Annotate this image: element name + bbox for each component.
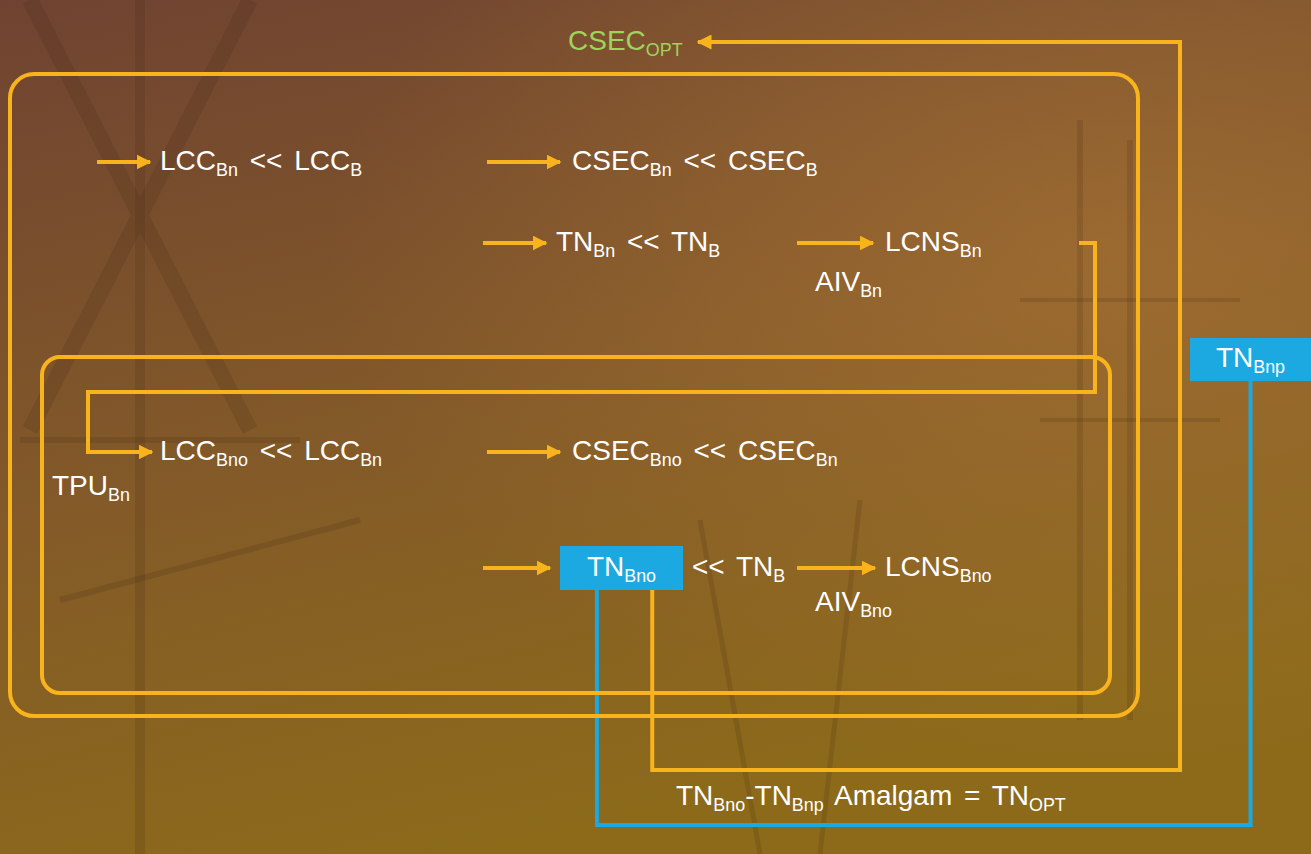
- subscript: Bno: [650, 449, 682, 469]
- highlight-box: TNBno: [560, 546, 683, 590]
- subscript: Bn: [360, 449, 382, 469]
- edge-label: TPUBn: [52, 470, 130, 505]
- subscript: Bnp: [1253, 357, 1285, 377]
- text-run: TN: [676, 780, 713, 811]
- text-run: LCNS: [885, 226, 960, 257]
- formula-node: CSECBn << CSECB: [572, 143, 872, 182]
- subscript: Bn: [593, 240, 615, 260]
- text-run: << TN: [615, 226, 708, 257]
- formula-node: CSECBno << CSECBn: [572, 433, 900, 472]
- formula-node: LCCBn << LCCB: [160, 143, 455, 182]
- text-run: -TN: [745, 780, 792, 811]
- group-frame: LCCBn << LCCBCSECBn << CSECBTNBn << TNBL…: [8, 72, 1140, 718]
- node-text: LCNSBn: [885, 226, 982, 261]
- node-text: CSECOPT: [568, 25, 683, 60]
- text-run: TPU: [52, 470, 108, 501]
- text-run: LCC: [160, 145, 216, 176]
- subscript: Bnp: [792, 794, 824, 814]
- result-term: CSECOPT: [568, 23, 690, 62]
- pylon-silhouette: [20, 0, 1240, 854]
- node-text: LCCBn << LCCB: [160, 145, 362, 180]
- subscript: B: [806, 159, 818, 179]
- flow-connector: [487, 450, 560, 454]
- group-frame: LCCBno << LCCBnCSECBno << CSECBnTNBno<< …: [40, 355, 1112, 695]
- text-run: Amalgam = TN: [824, 780, 1029, 811]
- text-run: CSEC: [568, 25, 646, 56]
- node-text: CSECBn << CSECB: [572, 145, 818, 180]
- node-text: TNBnp: [1216, 342, 1285, 377]
- node-text: CSECBno << CSECBn: [572, 435, 838, 470]
- flow-connector: [597, 381, 1251, 825]
- subscript: B: [773, 565, 785, 585]
- edge-label: AIVBn: [815, 266, 882, 301]
- subscript: B: [350, 159, 362, 179]
- text-run: TN: [1216, 342, 1253, 373]
- text-run: TN: [587, 551, 624, 582]
- text-run: AIV: [815, 586, 860, 617]
- node-text: TNBno: [587, 551, 656, 586]
- subscript: Bn: [108, 484, 130, 504]
- text-run: TN: [556, 226, 593, 257]
- flow-connector: [652, 42, 1180, 770]
- text-run: LCNS: [885, 551, 960, 582]
- text-run: CSEC: [572, 435, 650, 466]
- edge-label: TNBno-TNBnp Amalgam = TNOPT: [676, 780, 1066, 815]
- highlight-box: TNBnp: [1190, 338, 1311, 381]
- subscript: Bn: [960, 240, 982, 260]
- text-run: AIV: [815, 266, 860, 297]
- text-run: << CSEC: [682, 435, 816, 466]
- subscript: Bno: [216, 449, 248, 469]
- text-run: << LCC: [238, 145, 350, 176]
- subscript: Bn: [216, 159, 238, 179]
- node-text: TNBn << TNB: [556, 226, 720, 261]
- subscript: Bno: [960, 565, 992, 585]
- subscript: Bn: [860, 280, 882, 300]
- subscript: OPT: [1029, 794, 1066, 814]
- entry-arrow: [97, 160, 150, 164]
- text-run: LCC: [160, 435, 216, 466]
- flow-connector: [797, 566, 875, 570]
- node-text: LCCBno << LCCBn: [160, 435, 382, 470]
- subscript: Bn: [816, 449, 838, 469]
- formula-node: LCNSBn: [885, 224, 1075, 263]
- edge-label: AIVBno: [815, 586, 892, 621]
- text-run: << LCC: [248, 435, 360, 466]
- formula-node: TNBn << TNB: [556, 224, 790, 263]
- node-text: LCNSBno: [885, 551, 992, 586]
- entry-arrows: [97, 162, 550, 568]
- text-run: CSEC: [572, 145, 650, 176]
- formula-node: << TNB: [692, 549, 790, 588]
- formula-node: LCNSBno: [885, 549, 1085, 588]
- flow-connector: [487, 160, 560, 164]
- flow-connector: [88, 243, 1095, 452]
- node-text: << TNB: [692, 551, 785, 586]
- flow-connector: [797, 241, 873, 245]
- subscript: Bn: [650, 159, 672, 179]
- text-run: << TN: [692, 551, 773, 582]
- entry-arrow: [483, 241, 546, 245]
- formula-node: LCCBno << LCCBn: [160, 433, 475, 472]
- entry-arrow: [483, 566, 550, 570]
- subscript: Bno: [860, 600, 892, 620]
- text-run: << CSEC: [672, 145, 806, 176]
- subscript: B: [708, 240, 720, 260]
- subscript: OPT: [646, 39, 683, 59]
- subscript: Bno: [713, 794, 745, 814]
- subscript: Bno: [624, 565, 656, 585]
